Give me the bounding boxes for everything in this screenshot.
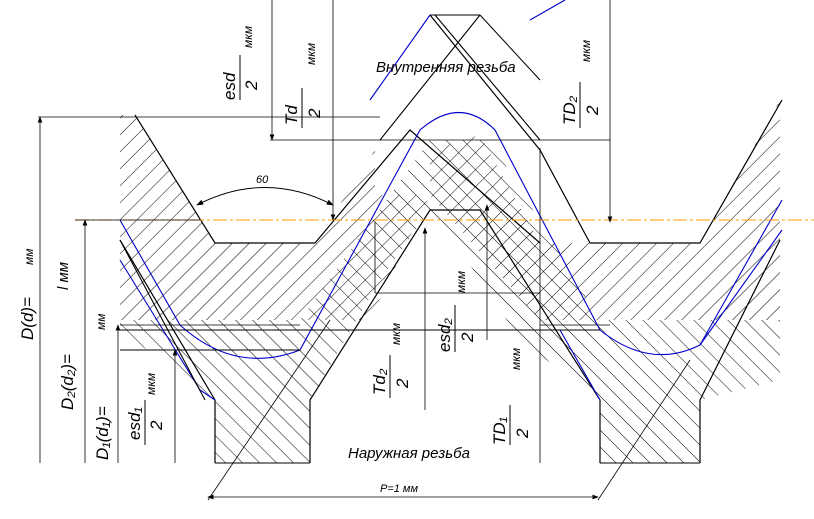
es-d2-fraction: esd₂ 2 мкм [435, 271, 477, 352]
svg-text:мкм: мкм [241, 26, 255, 48]
svg-text:Td₂: Td₂ [370, 368, 389, 395]
td-fraction: Td 2 мкм [282, 43, 324, 128]
svg-text:2: 2 [147, 420, 166, 431]
length-label: l мм [55, 262, 72, 290]
TD2-fraction: TD₂ 2 мкм [560, 40, 602, 128]
extension-lines [38, 116, 610, 351]
svg-text:2: 2 [458, 332, 477, 343]
dimension-lines [37, 0, 613, 463]
svg-text:2: 2 [242, 80, 261, 91]
pitch-diameter-label: D₂(d₂)= [58, 354, 77, 410]
svg-text:мкм: мкм [304, 43, 318, 65]
pitch-diameter-unit: мм [94, 314, 108, 330]
es-d-fraction: esd 2 мкм [220, 26, 261, 100]
svg-text:2: 2 [305, 108, 324, 119]
td2-fraction: Td₂ 2 мкм [370, 323, 412, 398]
svg-text:мкм: мкм [454, 271, 468, 293]
svg-text:esd₁: esd₁ [125, 407, 144, 440]
svg-text:2: 2 [513, 428, 532, 439]
minor-diameter-label: D₁(d₁)= [93, 406, 112, 460]
svg-text:мкм: мкм [389, 323, 403, 345]
pitch-label: P=1 мм [380, 483, 418, 495]
major-diameter-label: D(d)= [18, 297, 37, 340]
major-diameter-unit: мм [22, 249, 36, 265]
svg-text:мкм: мкм [579, 40, 593, 62]
es-d1-fraction: esd₁ 2 мкм [125, 373, 166, 445]
TD1-fraction: TD₁ 2 мкм [490, 348, 532, 445]
svg-text:TD₁: TD₁ [490, 417, 509, 445]
internal-thread-title: Внутренняя резьба [376, 59, 516, 76]
svg-text:esd: esd [220, 72, 239, 100]
svg-text:esd₂: esd₂ [435, 318, 454, 352]
svg-text:2: 2 [393, 378, 412, 389]
thread-angle-arc [196, 187, 334, 206]
external-thread-title: Наружная резьба [348, 445, 470, 462]
svg-text:мкм: мкм [509, 348, 523, 370]
svg-text:2: 2 [583, 105, 602, 116]
svg-text:TD₂: TD₂ [560, 95, 579, 125]
svg-text:Td: Td [282, 105, 301, 125]
svg-text:мкм: мкм [144, 373, 158, 395]
angle-label: 60 [256, 174, 269, 186]
